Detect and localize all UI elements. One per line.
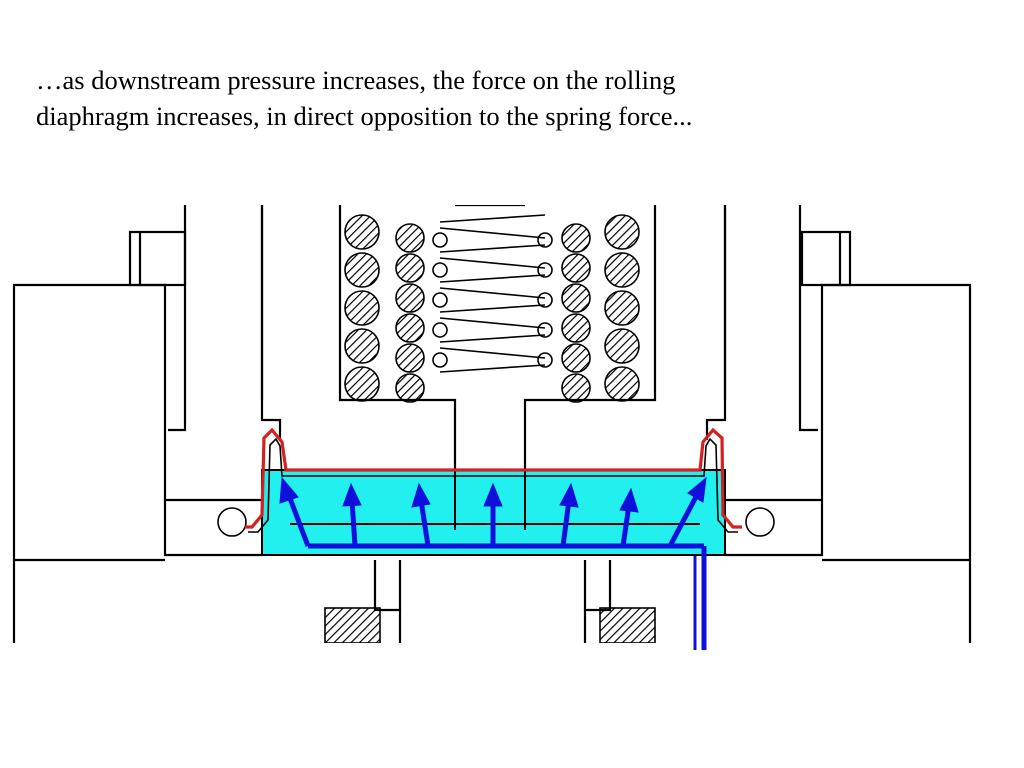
pressure-arrow-icon — [279, 476, 707, 548]
pressure-flow-line — [308, 543, 707, 650]
left-housing — [12, 205, 282, 643]
bolt-head-icon — [217, 507, 775, 643]
right-housing — [705, 205, 972, 643]
slide-caption: …as downstream pressure increases, the f… — [36, 62, 996, 134]
spring-coil-icon — [344, 214, 640, 403]
spring-chamber — [260, 205, 727, 530]
rolling-diaphragm — [245, 427, 742, 529]
caption-line-1: …as downstream pressure increases, the f… — [36, 65, 676, 95]
caption-line-2: diaphragm increases, in direct oppositio… — [36, 101, 693, 132]
